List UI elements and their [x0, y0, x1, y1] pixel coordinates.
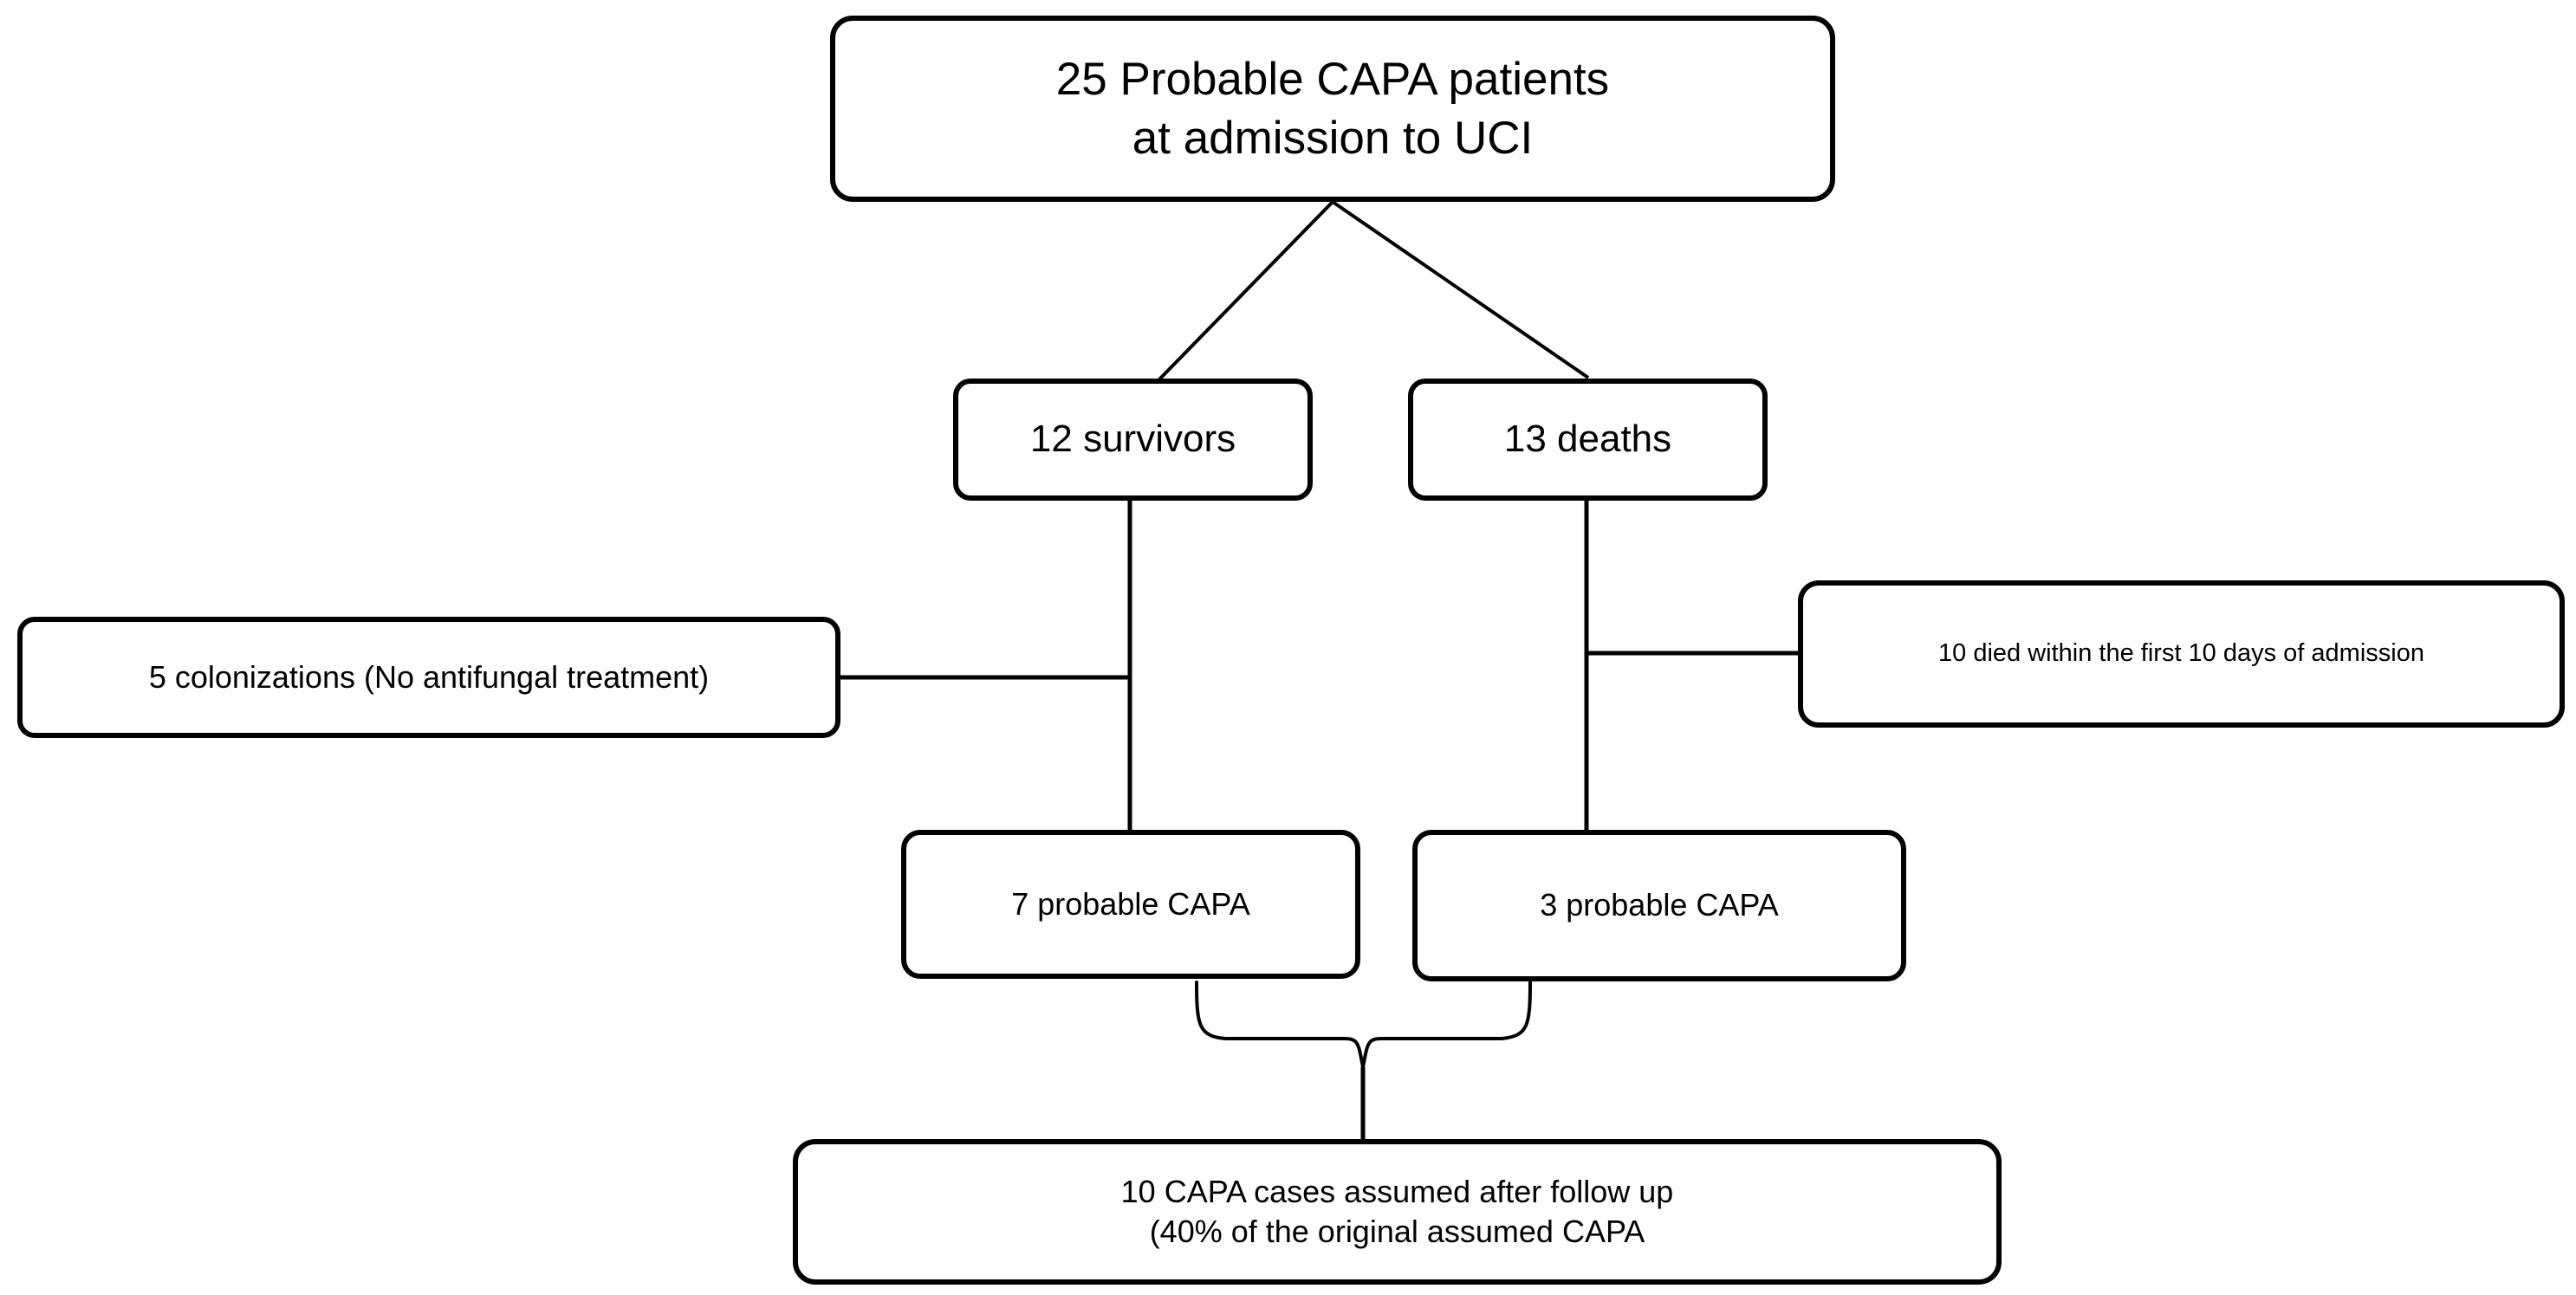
node-capa-deaths-label: 3 probable CAPA	[1540, 887, 1779, 923]
node-root-probable-capa: 25 Probable CAPA patients at admission t…	[830, 16, 1835, 202]
node-survivors-label: 12 survivors	[1029, 418, 1236, 461]
node-total-capa-cases: 10 CAPA cases assumed after follow up (4…	[793, 1139, 2002, 1285]
node-capa-deaths-text: 3 probable CAPA	[1418, 885, 1901, 925]
edge-root-to-survivors	[1156, 200, 1334, 383]
node-capa-survivors: 7 probable CAPA	[901, 830, 1360, 979]
node-colonizations-text: 5 colonizations (No antifungal treatment…	[23, 657, 835, 697]
node-colonizations-label: 5 colonizations (No antifungal treatment…	[148, 658, 710, 695]
node-total-line2: (40% of the original assumed CAPA	[1149, 1214, 1645, 1249]
node-died-early-text: 10 died within the first 10 days of admi…	[1803, 638, 2560, 670]
node-deaths-label: 13 deaths	[1503, 418, 1672, 461]
node-survivors: 12 survivors	[953, 379, 1313, 501]
node-died-early-label: 10 died within the first 10 days of admi…	[1938, 639, 2424, 668]
node-survivors-text: 12 survivors	[958, 415, 1307, 463]
edge-root-to-deaths	[1331, 200, 1590, 379]
node-capa-deaths: 3 probable CAPA	[1412, 830, 1906, 981]
node-total-line1: 10 CAPA cases assumed after follow up	[1120, 1173, 1674, 1209]
node-deaths-text: 13 deaths	[1413, 415, 1762, 463]
node-root-line2: at admission to UCI	[1132, 112, 1534, 164]
node-root-text: 25 Probable CAPA patients at admission t…	[835, 50, 1830, 168]
brace-connector	[1195, 981, 1532, 1069]
node-capa-survivors-label: 7 probable CAPA	[1011, 885, 1250, 922]
node-capa-survivors-text: 7 probable CAPA	[906, 884, 1355, 924]
node-root-line1: 25 Probable CAPA patients	[1055, 53, 1610, 105]
node-died-early: 10 died within the first 10 days of admi…	[1798, 580, 2565, 728]
node-colonizations: 5 colonizations (No antifungal treatment…	[17, 617, 840, 738]
node-total-text: 10 CAPA cases assumed after follow up (4…	[798, 1172, 1996, 1252]
node-deaths: 13 deaths	[1408, 379, 1768, 501]
